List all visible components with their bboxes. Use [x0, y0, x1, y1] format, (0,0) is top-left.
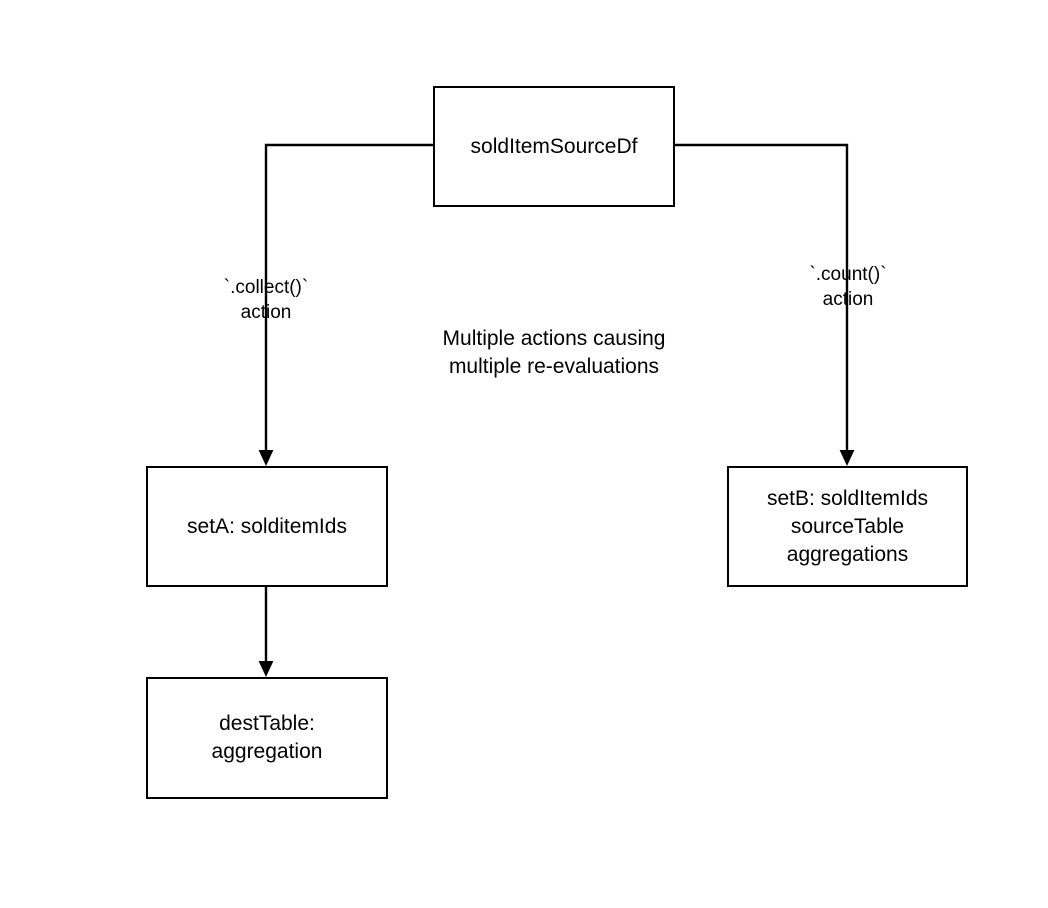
node-label: soldItemSourceDf [470, 134, 638, 158]
node-dest-table[interactable]: destTable: aggregation [146, 677, 388, 799]
edge-label-collect-action: `.collect()` action [223, 277, 309, 323]
node-set-a[interactable]: setA: solditemIds [146, 466, 388, 587]
edge-source-to-setA [258, 143, 433, 466]
diagram-caption: Multiple actions causing multiple re-eva… [442, 327, 666, 378]
edge-label-count-action: `.count()` action [809, 264, 887, 310]
node-sold-item-source-df[interactable]: soldItemSourceDf [433, 86, 675, 207]
edge-setA-to-destTable [258, 587, 274, 677]
node-label: destTable: aggregation [211, 712, 323, 763]
node-label: setA: solditemIds [187, 514, 347, 538]
node-set-b[interactable]: setB: soldItemIds sourceTable aggregatio… [727, 466, 968, 587]
arrowhead-icon [258, 661, 274, 677]
node-label: setB: soldItemIds sourceTable aggregatio… [766, 486, 929, 566]
edge-source-to-setB [675, 143, 855, 466]
arrowhead-icon [258, 450, 274, 466]
arrowhead-icon [839, 450, 855, 466]
